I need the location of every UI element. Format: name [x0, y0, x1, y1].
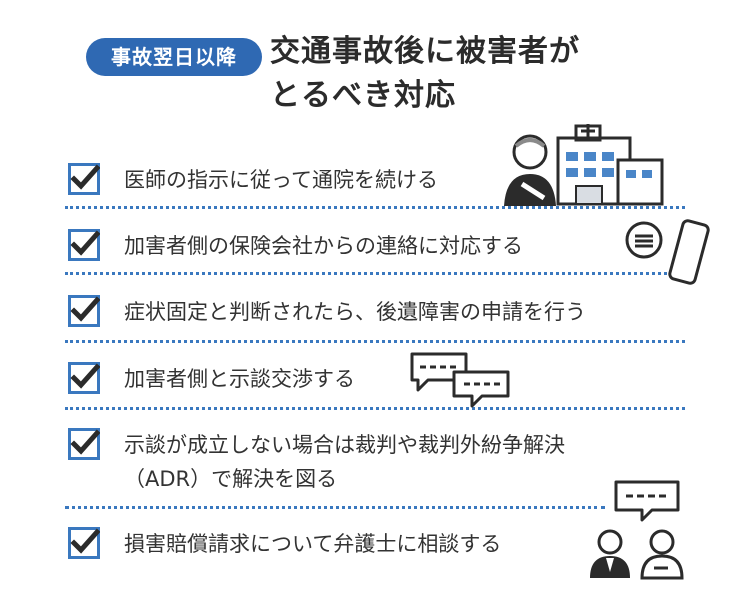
checkbox-checked-icon	[68, 163, 100, 195]
checkbox-checked-icon	[68, 229, 100, 261]
title-line-1: 交通事故後に被害者が	[270, 34, 580, 69]
list-item-label: 損害賠償請求について弁護士に相談する	[124, 532, 502, 556]
list-item-label-line-2: （ADR）で解決を図る	[124, 467, 338, 491]
list-item-label: 加害者側と示談交渉する	[124, 367, 355, 391]
dotted-divider	[65, 340, 685, 343]
list-item-label: 示談が成立しない場合は裁判や裁判外紛争解決 （ADR）で解決を図る	[124, 428, 565, 496]
list-item-label: 医師の指示に従って通院を続ける	[124, 168, 438, 192]
smartphone-chat-icon	[625, 219, 710, 285]
list-item-label: 症状固定と判断されたら、後遺障害の申請を行う	[124, 300, 586, 324]
dotted-divider	[65, 206, 685, 209]
speech-bubbles-icon	[410, 352, 510, 408]
section-badge: 事故翌日以降	[86, 38, 262, 76]
dotted-divider	[65, 272, 685, 275]
list-item-label: 加害者側の保険会社からの連絡に対応する	[124, 234, 523, 258]
checkbox-checked-icon	[68, 428, 100, 460]
title-line-2: とるべき対応	[270, 78, 456, 113]
checkbox-checked-icon	[68, 362, 100, 394]
consultation-people-icon	[590, 480, 684, 580]
dotted-divider	[65, 506, 605, 509]
dotted-divider	[65, 407, 685, 410]
hospital-patient-icon	[504, 124, 664, 206]
checkbox-checked-icon	[68, 527, 100, 559]
list-item-label-line-1: 示談が成立しない場合は裁判や裁判外紛争解決	[124, 433, 565, 457]
checkbox-checked-icon	[68, 295, 100, 327]
page-title: 交通事故後に被害者が とるべき対応	[270, 30, 580, 118]
